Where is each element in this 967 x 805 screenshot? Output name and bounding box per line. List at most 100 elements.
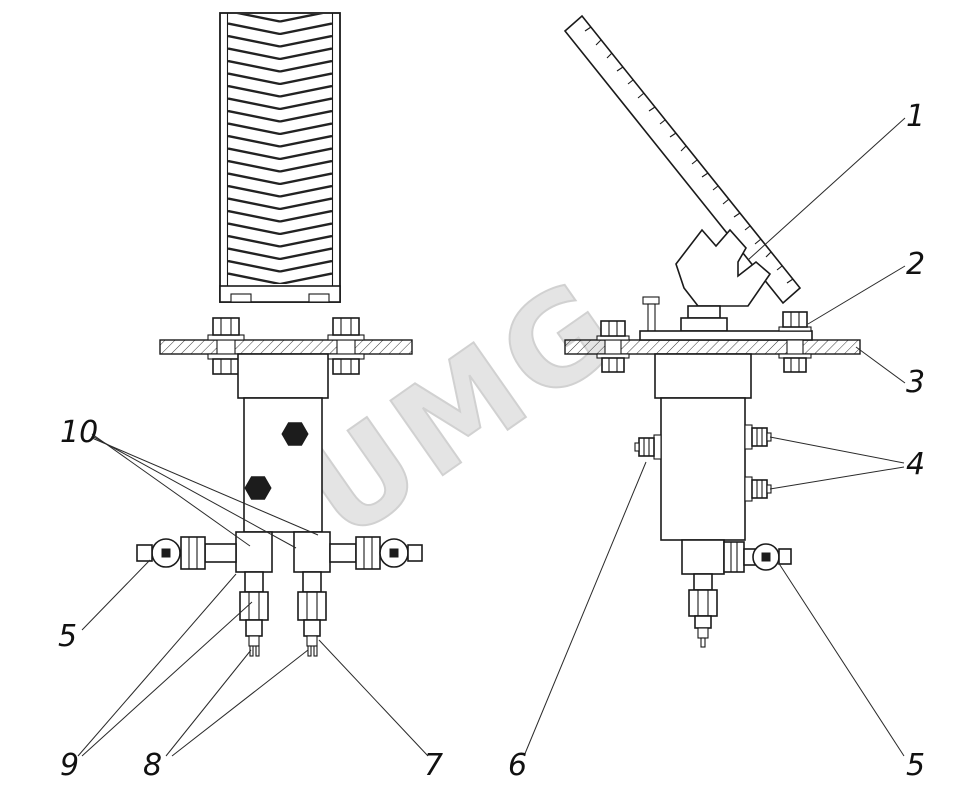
leader-5-left xyxy=(81,559,151,631)
outlet-fitting-right-front xyxy=(297,571,327,657)
threaded-tube xyxy=(204,543,237,563)
valve-body-front xyxy=(237,353,329,533)
elbow-body xyxy=(681,539,725,575)
upper-tube xyxy=(244,571,264,593)
screw-head xyxy=(642,296,660,305)
plug-tip xyxy=(634,442,640,452)
pedal-tread-ticks xyxy=(584,26,794,284)
side-plug-left xyxy=(634,434,662,460)
pusher-upper xyxy=(687,305,721,319)
end-cap xyxy=(407,544,423,562)
upper-tube xyxy=(693,573,713,591)
bolt-nut xyxy=(601,357,625,373)
leader-4a xyxy=(769,436,905,464)
bolt-head xyxy=(600,320,626,337)
elbow-body xyxy=(235,531,273,573)
bolt-nut xyxy=(783,357,807,373)
pedal-side xyxy=(563,14,802,305)
callout-3: 3 xyxy=(906,365,925,400)
valve-flange-side xyxy=(639,330,813,341)
callout-labels: 1 2 3 4 5 10 9 8 7 6 5 xyxy=(58,99,925,783)
side-view xyxy=(563,14,861,648)
callout-7: 7 xyxy=(424,748,443,783)
bolt-shank xyxy=(216,339,236,355)
pin xyxy=(313,645,318,657)
side-plug-right-upper xyxy=(744,424,772,450)
plug-washer xyxy=(744,424,753,450)
elbow-fitting-side xyxy=(681,539,792,575)
front-view xyxy=(136,12,423,657)
outlet-fitting-left-front xyxy=(239,571,269,657)
elbow-fitting-left-front xyxy=(136,531,273,573)
leader-lines xyxy=(77,117,906,757)
hex-nut xyxy=(688,589,718,617)
leader-9b xyxy=(81,601,253,757)
union-nut xyxy=(180,536,206,570)
ball-socket xyxy=(389,548,399,558)
end-cap xyxy=(778,548,792,565)
pedal-plate xyxy=(563,14,802,305)
plug-hex xyxy=(638,437,655,457)
callout-4: 4 xyxy=(906,447,925,482)
leader-10c xyxy=(91,437,319,536)
callout-2: 2 xyxy=(906,247,925,282)
elbow-body xyxy=(293,531,331,573)
leader-6 xyxy=(523,461,647,757)
ball-socket xyxy=(761,552,771,562)
plug-hex xyxy=(751,427,768,447)
union-nut xyxy=(723,541,745,573)
bolt-shank xyxy=(786,339,804,355)
ball-socket xyxy=(161,548,171,558)
pedal-foot-right xyxy=(308,293,330,303)
leader-9a xyxy=(77,573,237,757)
mounting-plate-front xyxy=(159,339,413,355)
body-main-section xyxy=(243,397,323,533)
body-upper-section xyxy=(237,353,329,399)
pedal-tread-chevrons xyxy=(228,14,332,284)
leader-3 xyxy=(855,346,906,384)
hex-nut xyxy=(297,591,327,621)
screw-shaft xyxy=(647,303,656,332)
lower-tube xyxy=(694,615,712,629)
leader-10b xyxy=(91,435,297,549)
pin xyxy=(255,645,260,657)
leader-1 xyxy=(747,117,906,261)
callout-1: 1 xyxy=(906,99,925,134)
mounting-bolt-side-right xyxy=(778,311,812,373)
hex-nut xyxy=(239,591,269,621)
pusher-lower xyxy=(680,317,728,332)
callout-9: 9 xyxy=(60,748,79,783)
leader-8b xyxy=(171,649,309,757)
nipple xyxy=(248,635,260,647)
callout-6: 6 xyxy=(508,748,527,783)
callout-10: 10 xyxy=(60,415,98,450)
elbow-fitting-right-front xyxy=(293,531,423,573)
pin xyxy=(307,645,312,657)
plug-washer xyxy=(744,476,753,502)
leader-2 xyxy=(807,265,906,325)
plug-hex xyxy=(751,479,768,499)
upper-tube xyxy=(302,571,322,593)
union-nut xyxy=(355,536,381,570)
hex-plug-lower xyxy=(244,476,272,500)
bolt-shank xyxy=(336,339,356,355)
end-cap xyxy=(136,544,153,562)
bolt-head xyxy=(782,311,808,328)
bolt-nut xyxy=(332,358,360,375)
body-upper-section xyxy=(654,353,752,399)
mounting-bolt-side-left xyxy=(596,320,630,373)
plug-washer xyxy=(653,434,662,460)
lower-tube xyxy=(303,619,321,637)
hex-plug-upper xyxy=(281,422,309,446)
bolt-head xyxy=(212,317,240,336)
pin xyxy=(700,637,706,648)
side-plug-right-lower xyxy=(744,476,772,502)
pedal-bracket xyxy=(675,228,772,332)
pedal-front xyxy=(219,12,341,303)
lower-tube xyxy=(245,619,263,637)
leader-8a xyxy=(165,649,252,757)
threaded-tube xyxy=(329,543,357,563)
callout-5-right: 5 xyxy=(906,748,925,783)
